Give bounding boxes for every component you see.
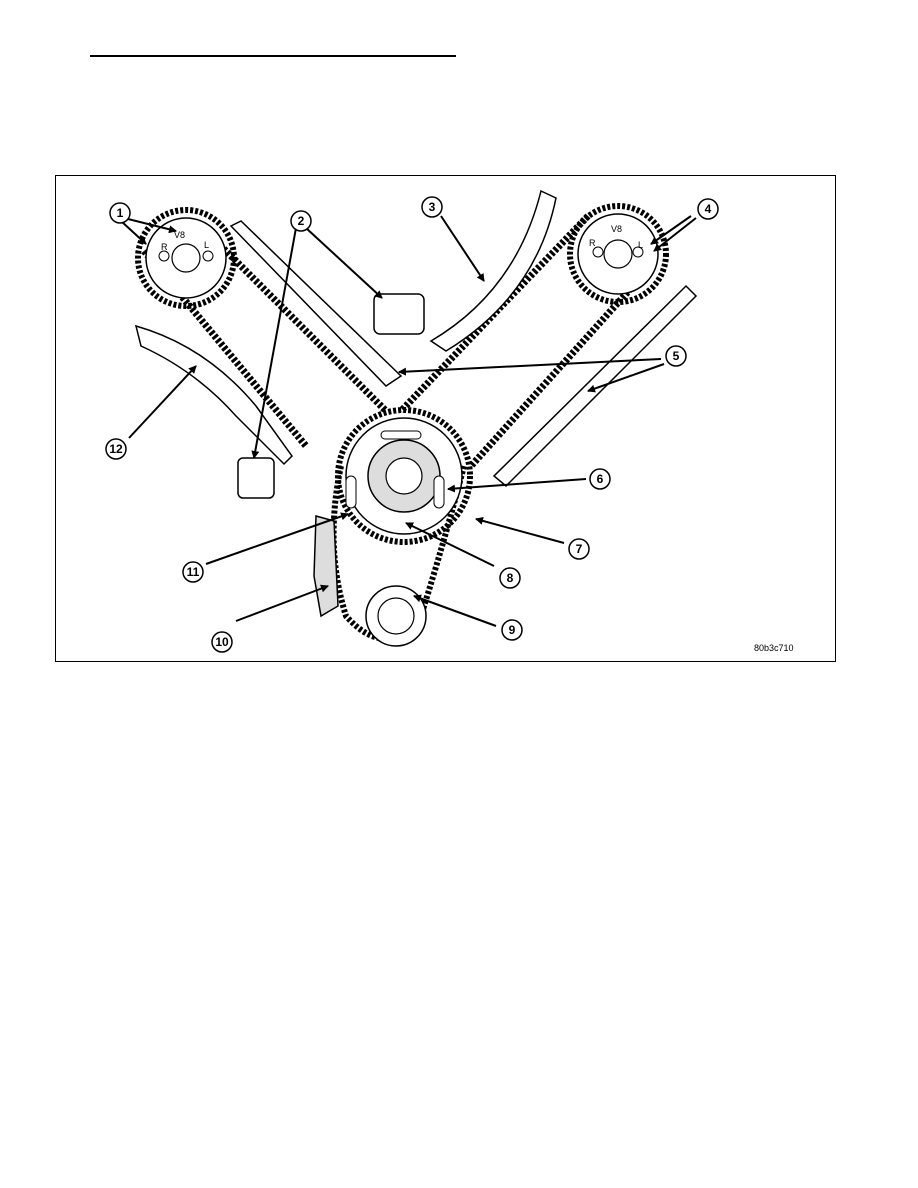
svg-text:3: 3: [429, 200, 436, 214]
right-tensioner: [373, 293, 425, 335]
callout-6: 6: [589, 468, 611, 490]
callout-5: 5: [665, 345, 687, 367]
svg-text:5: 5: [673, 349, 680, 363]
svg-text:8: 8: [507, 571, 514, 585]
header-rule: [90, 55, 456, 57]
right-sprocket-mark-top: V8: [611, 224, 622, 234]
callout-12: 12: [105, 438, 127, 460]
left-tensioner-arm: [134, 324, 293, 466]
right-sprocket-mark-left: R: [589, 238, 596, 248]
callout-3: 3: [421, 196, 443, 218]
leader-lines: [120, 215, 697, 627]
callout-9: 9: [501, 619, 523, 641]
left-cam-sprocket: V8 R L: [135, 207, 237, 309]
svg-text:11: 11: [187, 565, 200, 579]
callout-4: 4: [697, 198, 719, 220]
left-sprocket-mark-left: R: [161, 242, 168, 252]
right-sprocket-mark-right: L: [638, 240, 643, 250]
right-chain-guide: [492, 284, 698, 488]
svg-text:12: 12: [109, 442, 123, 456]
callout-2: 2: [290, 210, 312, 232]
svg-text:7: 7: [576, 542, 583, 556]
svg-text:1: 1: [117, 206, 124, 220]
left-chain-guide: [229, 220, 403, 387]
timing-chain-figure: V8 R L V8 R L: [55, 175, 836, 662]
idler-sprocket: [335, 407, 473, 545]
svg-text:6: 6: [597, 472, 604, 486]
crankshaft-sprocket: [365, 585, 427, 647]
callout-8: 8: [499, 567, 521, 589]
svg-text:2: 2: [298, 214, 305, 228]
left-sprocket-mark-top: V8: [174, 230, 185, 240]
right-cam-sprocket: V8 R L: [567, 203, 669, 305]
callout-1: 1: [109, 202, 131, 224]
callout-10: 10: [211, 631, 233, 653]
svg-text:4: 4: [705, 202, 712, 216]
timing-diagram: V8 R L V8 R L: [105, 189, 719, 653]
primary-tensioner: [313, 515, 339, 618]
svg-text:10: 10: [215, 635, 229, 649]
svg-text:9: 9: [509, 623, 516, 637]
figure-id-label: 80b3c710: [754, 643, 794, 653]
callout-7: 7: [568, 538, 590, 560]
callout-11: 11: [182, 561, 204, 583]
right-tensioner-arm: [429, 189, 557, 352]
left-tensioner: [237, 457, 275, 499]
left-sprocket-mark-right: L: [204, 240, 209, 250]
